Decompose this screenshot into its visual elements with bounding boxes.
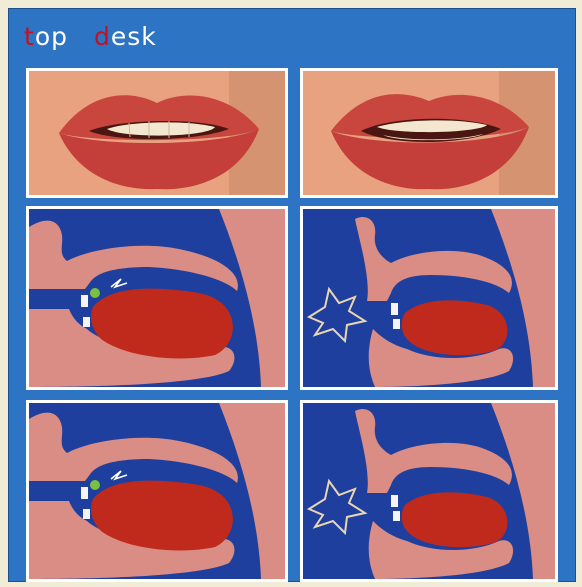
contact-point-icon [90, 480, 100, 490]
word-top-rest: op [35, 22, 68, 51]
lips-photo-open [300, 68, 558, 198]
mouth-section-t-release [300, 206, 558, 390]
word-desk-first-letter: d [94, 22, 111, 51]
contact-point-icon [90, 288, 100, 298]
mouth-section-d-contact [26, 400, 288, 582]
lips-photo-closed [26, 68, 288, 198]
word-top-first-letter: t [24, 22, 35, 51]
page-title: topdesk [24, 22, 157, 51]
word-desk-rest: esk [111, 22, 157, 51]
mouth-section-d-release [300, 400, 558, 582]
mouth-section-t-contact [26, 206, 288, 390]
